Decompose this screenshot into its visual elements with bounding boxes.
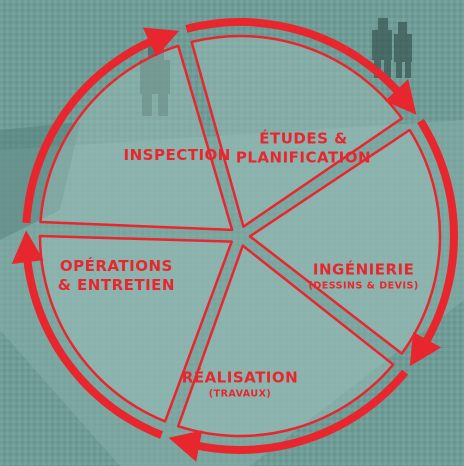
background-ramp-shape bbox=[0, 120, 464, 466]
segment-etudes bbox=[39, 44, 234, 232]
arrowhead-inspection bbox=[11, 230, 44, 265]
label-realisation-line-1: RÉALISATION bbox=[182, 368, 298, 387]
arrowhead-operations bbox=[168, 430, 203, 462]
arrow-arc-operations bbox=[190, 369, 409, 454]
arrowhead-ingenierie bbox=[384, 79, 417, 115]
label-operations-line-2: & ENTRETIEN bbox=[58, 276, 175, 294]
label-realisation-subtitle: (TRAVAUX) bbox=[209, 389, 272, 400]
label-etudes-line-2: PLANIFICATION bbox=[236, 149, 371, 167]
cycle-arrows bbox=[11, 18, 458, 462]
arrow-arc-inspection bbox=[22, 254, 164, 439]
label-inspection-line-1: INSPECTION bbox=[124, 146, 231, 164]
segment-operations bbox=[176, 244, 395, 438]
segment-inspection bbox=[38, 234, 233, 423]
label-ingenierie-line-1: INGÉNIERIE bbox=[313, 260, 414, 279]
cycle-labels: ÉTUDES &PLANIFICATION INGÉNIERIE (DESSINS … bbox=[58, 129, 419, 400]
arrowhead-etudes bbox=[142, 27, 180, 57]
label-operations-line-1: OPÉRATIONS bbox=[60, 256, 173, 275]
label-ingenierie-subtitle: (DESSINS & DEVIS) bbox=[309, 281, 419, 292]
background-edge-shadow bbox=[0, 122, 80, 240]
arrow-arc-realisation bbox=[417, 118, 458, 349]
arrow-arc-ingenierie bbox=[185, 18, 405, 99]
arrow-arc-etudes bbox=[22, 35, 158, 224]
segment-realisation bbox=[248, 128, 442, 355]
segment-ingenierie bbox=[190, 34, 404, 228]
label-etudes-line-1: ÉTUDES & bbox=[259, 129, 347, 148]
cycle-segments bbox=[38, 34, 442, 438]
arrowhead-realisation bbox=[409, 331, 442, 367]
